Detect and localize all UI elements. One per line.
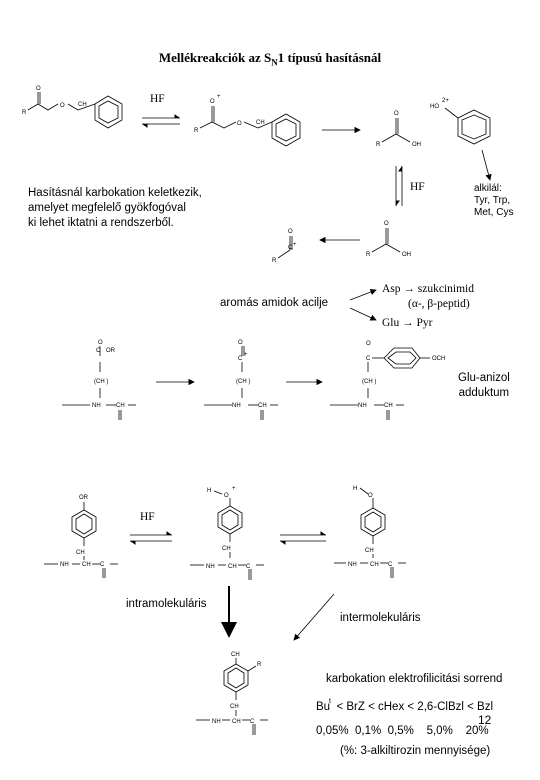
- atom-label: O: [210, 99, 215, 105]
- atom-label: O: [384, 221, 389, 227]
- atom-label: NH: [358, 403, 367, 409]
- atom-label: CH: [116, 403, 125, 409]
- atom-label: R: [366, 252, 371, 258]
- atom-label: CH: [231, 652, 240, 658]
- atom-label: +: [244, 352, 248, 358]
- hf-label-tyr: HF: [140, 511, 155, 523]
- hf-label-vertical: HF: [410, 181, 425, 193]
- electrophilicity-title: karbokation elektrofilicitási sorrend: [326, 673, 503, 685]
- atom-label: O: [394, 111, 399, 117]
- glu-acylium-structure: [204, 346, 278, 420]
- atom-label: O: [288, 229, 293, 235]
- protonated-ester-structure: [199, 106, 301, 147]
- atom-label: O: [98, 340, 103, 346]
- atom-label: +: [217, 94, 221, 100]
- aromatic-amides-label: aromás amidok acilje: [220, 297, 329, 309]
- atom-label: NH: [212, 719, 221, 725]
- atom-label: +: [293, 242, 297, 248]
- atom-label: O: [368, 493, 373, 499]
- atom-label: CH: [258, 403, 267, 409]
- atom-label: CH: [82, 562, 91, 568]
- peptide-label: (α-, β-peptid): [408, 298, 470, 310]
- atom-label: 2+: [442, 98, 449, 104]
- atom-label: CH: [384, 403, 393, 409]
- alkyl-tyrosine-structure: [196, 658, 268, 735]
- atom-label: R: [376, 142, 381, 148]
- atom-label: CH: [228, 564, 237, 570]
- asp-succinimide-label: Asp → szukcinimid: [382, 283, 474, 295]
- carboxylic-acid-structure: [381, 118, 411, 143]
- intermolecular-label: intermolekuláris: [340, 612, 421, 624]
- atom-label: (CH ): [236, 379, 250, 385]
- atom-label: NH: [232, 403, 241, 409]
- atom-label: C: [100, 562, 105, 568]
- alkylates-note: alkilál: Tyr, Trp, Met, Cys: [474, 183, 514, 218]
- atom-label: R: [22, 110, 27, 116]
- atom-label: CH: [76, 550, 85, 556]
- atom-label: CH: [230, 704, 239, 710]
- atom-label: +: [232, 486, 236, 492]
- tyr-oxonium-structure: [190, 490, 264, 580]
- acylium-structure: [277, 236, 293, 259]
- atom-label: OCH: [432, 356, 445, 362]
- atom-label: C: [96, 348, 101, 354]
- atom-label: NH: [92, 403, 101, 409]
- electrophilicity-order: Bu < BrZ < cHex < 2,6-ClBzl < Bzl: [316, 701, 494, 713]
- atom-label: O: [238, 340, 243, 346]
- glu-pyr-label: Glu → Pyr: [382, 317, 433, 329]
- benzyl-cation-structure: [444, 107, 491, 145]
- electrophilicity-superscript: t: [329, 698, 331, 705]
- atom-label: O: [60, 103, 65, 109]
- percentages-row: 0,05% 0,1% 0,5% 5,0% 20%: [316, 725, 489, 737]
- atom-label: (CH ): [362, 379, 376, 385]
- glu-anisole-structure: [330, 347, 430, 420]
- glu-anisole-label: Glu-anizol adduktum: [458, 372, 510, 399]
- atom-label: C: [246, 564, 251, 570]
- atom-label: C: [366, 356, 371, 362]
- atom-label: CH: [222, 546, 231, 552]
- atom-label: CH: [256, 120, 265, 126]
- footnote: (%: 3-alkiltirozin mennyisége): [340, 745, 491, 757]
- atom-label: OR: [79, 495, 89, 501]
- atom-label: R: [272, 258, 277, 264]
- atom-label: O: [36, 86, 41, 92]
- atom-label: R: [194, 128, 199, 134]
- atom-label: CH: [365, 548, 374, 554]
- atom-label: C: [288, 245, 293, 251]
- atom-label: O: [237, 121, 242, 127]
- atom-label: (CH ): [94, 379, 108, 385]
- tyr-ether-structure: [44, 502, 118, 578]
- atom-label: C: [388, 562, 393, 568]
- atom-label: C: [238, 356, 243, 362]
- atom-label: NH: [206, 564, 215, 570]
- hf-label-top: HF: [150, 93, 165, 105]
- carbocation-note: Hasításnál karbokation keletkezik, amely…: [28, 187, 202, 229]
- intramolecular-label: intramolekuláris: [126, 598, 207, 610]
- benzyl-ester-structure: [27, 92, 123, 129]
- atom-label: NH: [60, 562, 69, 568]
- atom-label: O: [224, 493, 229, 499]
- tyr-phenol-structure: [334, 487, 406, 578]
- page-number: 12: [478, 713, 492, 727]
- slide-title: Mellékreakciók az SN1 típusú hasításnál: [158, 50, 382, 68]
- atom-label: CH: [370, 562, 379, 568]
- glu-ester-structure: [62, 346, 136, 420]
- protonated-acid-structure: [371, 228, 401, 253]
- atom-label: OR: [106, 348, 116, 354]
- atom-label: H: [207, 488, 211, 494]
- atom-label: C: [250, 719, 255, 725]
- atom-label: R: [257, 662, 262, 668]
- atom-label: CH: [78, 102, 87, 108]
- atom-label: HO: [430, 104, 439, 110]
- atom-label: NH: [348, 562, 357, 568]
- atom-label: OH: [402, 252, 411, 258]
- atom-label: H: [353, 486, 357, 492]
- atom-label: O: [366, 341, 371, 347]
- atom-label: OH: [412, 142, 421, 148]
- atom-label: CH: [232, 719, 241, 725]
